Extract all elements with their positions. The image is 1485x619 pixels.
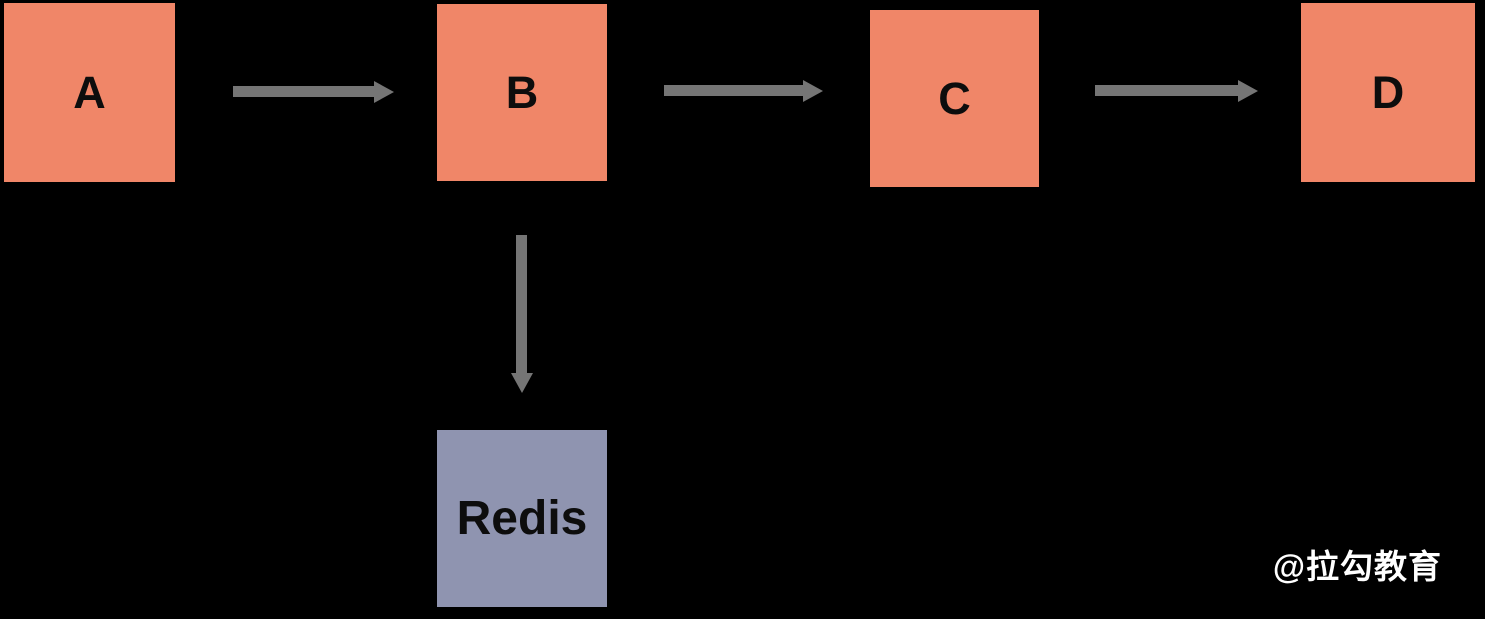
node-b: B (437, 4, 607, 181)
arrow-a-to-b-icon (233, 81, 394, 103)
arrow-head (803, 80, 823, 102)
arrow-b-to-redis-icon (511, 235, 533, 393)
node-redis-label: Redis (456, 491, 588, 545)
arrow-shaft (516, 235, 527, 375)
node-a: A (4, 3, 175, 182)
node-redis: Redis (437, 430, 607, 607)
node-c-label: C (938, 73, 971, 124)
node-d-label: D (1371, 67, 1405, 118)
node-d: D (1301, 3, 1475, 182)
arrow-shaft (233, 86, 376, 97)
arrow-shaft (1095, 85, 1240, 96)
arrow-shaft (664, 85, 805, 96)
arrow-b-to-c-icon (664, 80, 823, 102)
arrow-head (1238, 80, 1258, 102)
arrow-head (374, 81, 394, 103)
node-c: C (870, 10, 1039, 187)
node-a-label: A (73, 67, 106, 118)
arrow-head (511, 373, 533, 393)
node-b-label: B (505, 67, 539, 118)
arrow-c-to-d-icon (1095, 80, 1258, 102)
watermark: @拉勾教育 (1272, 548, 1442, 585)
